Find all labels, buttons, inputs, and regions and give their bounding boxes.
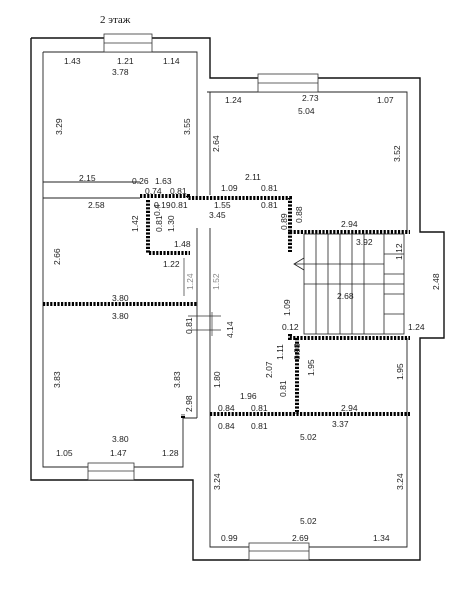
dimension-label: 2.98 — [184, 395, 194, 412]
window-bottom-right — [248, 542, 310, 561]
dimension-label: 0.12 — [282, 322, 299, 332]
dimension-label: 1.96 — [240, 391, 257, 401]
hatched-walls — [43, 194, 410, 418]
dimension-label: 1.55 — [214, 200, 231, 210]
dimension-label: 1.95 — [395, 363, 405, 380]
dimension-label: 5.02 — [300, 516, 317, 526]
dimension-label: 5.04 — [298, 106, 315, 116]
staircase — [293, 233, 405, 335]
dimension-label: 0.81 — [261, 183, 278, 193]
door-openings — [183, 258, 221, 336]
dimension-label: 1.42 — [130, 215, 140, 232]
dimension-label: 3.24 — [395, 473, 405, 490]
dimension-label: 3.45 — [209, 210, 226, 220]
dimension-labels: 1.43 1.21 1.14 3.78 3.29 3.55 1.24 2.73 … — [52, 56, 441, 543]
dimension-label: 0.26 — [132, 176, 149, 186]
dimension-label: 0.4 — [152, 204, 162, 216]
windows — [87, 33, 319, 561]
dimension-label: 0.81 — [170, 186, 187, 196]
dimension-label: 0.88 — [294, 206, 304, 223]
dimension-label: 1.80 — [212, 371, 222, 388]
dimension-label: 2.11 — [245, 172, 261, 182]
dimension-label: 1.09 — [282, 299, 292, 316]
dimension-label: 1.43 — [64, 56, 81, 66]
dimension-label: 2.68 — [337, 291, 354, 301]
dimension-label: 2.48 — [431, 273, 441, 290]
dimension-label: 3.52 — [392, 145, 402, 162]
dimension-label: 3.92 — [356, 237, 373, 247]
dimension-label: 3.83 — [52, 371, 62, 388]
dimension-label: 1.47 — [110, 448, 127, 458]
dimension-label: 0.84 — [218, 403, 235, 413]
dimension-label: 1.28 — [162, 448, 179, 458]
dimension-label: 1.12 — [394, 243, 404, 260]
floor-title: 2 этаж — [100, 14, 131, 26]
dimension-label: 0.81 — [251, 421, 268, 431]
dimension-label: 2.66 — [52, 248, 62, 265]
dimension-label: 0.99 — [221, 533, 238, 543]
dimension-label: 3.29 — [54, 118, 64, 135]
dimension-label: 0.81 — [278, 380, 288, 397]
dimension-label: 2.15 — [79, 173, 96, 183]
dimension-label: 4.14 — [225, 321, 235, 338]
dimension-label: 1.21 — [117, 56, 134, 66]
dimension-label: 0.81 — [261, 200, 278, 210]
dimension-label: 3.80 — [112, 311, 129, 321]
dimension-label: 3.78 — [112, 67, 129, 77]
dimension-label: 0.19 — [154, 200, 171, 210]
dimension-label: 1.34 — [373, 533, 390, 543]
dimension-label: 0.81 — [154, 215, 164, 232]
dimension-label: 1.48 — [174, 239, 191, 249]
dimension-label: 0.84 — [218, 421, 235, 431]
dimension-label: 0.74 — [145, 186, 162, 196]
dimension-label: 3.80 — [112, 293, 129, 303]
outer-walls — [30, 37, 445, 561]
dimension-label: 2.64 — [211, 135, 221, 152]
dimension-label: 1.24 — [225, 95, 242, 105]
dimension-label: 2.07 — [264, 361, 274, 378]
dimension-label: 1.63 — [155, 176, 172, 186]
dimension-label: 1.52 — [211, 273, 221, 290]
dimension-label: 2.94 — [341, 219, 358, 229]
dimension-label: 2.58 — [88, 200, 105, 210]
dimension-label: 0.98 — [292, 343, 302, 360]
dimension-label: 0.81 — [171, 200, 188, 210]
dimension-label: 3.24 — [212, 473, 222, 490]
dimension-label: 3.80 — [112, 434, 129, 444]
dimension-label: 2.69 — [292, 533, 309, 543]
dimension-label: 1.22 — [163, 259, 180, 269]
dimension-label: 1.05 — [56, 448, 73, 458]
dimension-label: 0.81 — [184, 317, 194, 334]
dimension-label: 1.24 — [408, 322, 425, 332]
dimension-label: 3.37 — [332, 419, 349, 429]
dimension-label: 0.89 — [279, 213, 289, 230]
dimension-label: 2.73 — [302, 93, 319, 103]
dimension-label: 1.11 — [275, 344, 285, 360]
dimension-label: 1.14 — [163, 56, 180, 66]
dimension-label: 3.83 — [172, 371, 182, 388]
dimension-label: 2.94 — [341, 403, 358, 413]
dimension-label: 1.24 — [185, 273, 195, 290]
dimension-label: 5.02 — [300, 432, 317, 442]
dimension-label: 3.55 — [182, 118, 192, 135]
window-bottom-left — [87, 462, 135, 481]
dimension-label: 1.95 — [306, 359, 316, 376]
dimension-label: 0.81 — [251, 403, 268, 413]
dimension-label: 1.09 — [221, 183, 238, 193]
dimension-label: 1.30 — [166, 215, 176, 232]
dimension-label: 1.07 — [377, 95, 394, 105]
